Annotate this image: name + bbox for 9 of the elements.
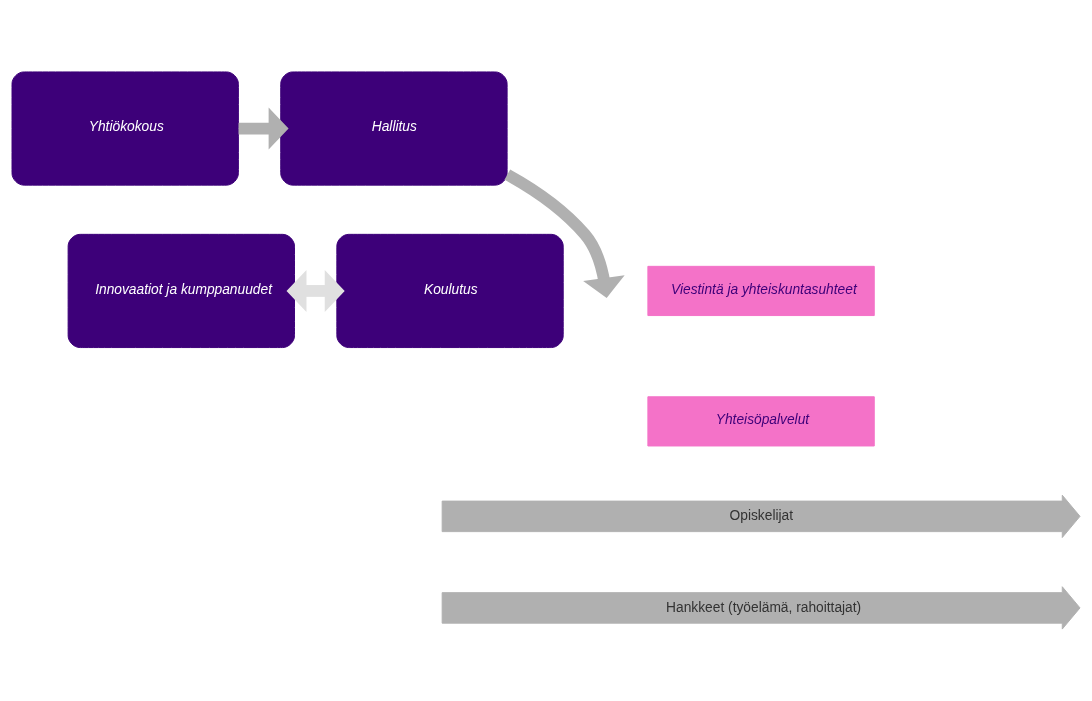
node-box: Koulutus [336,233,564,349]
arrow [504,169,625,298]
arrow [286,270,345,312]
node-box: Hallitus [280,71,508,186]
node-box: Yhtiökokous [11,71,239,186]
node-box: Viestintä ja yhteiskuntasuhteet [647,265,875,317]
arrow [238,107,289,150]
node-box: Innovaatiot ja kumppanuudet [67,233,295,349]
node-box: Yhteisöpalvelut [647,396,875,447]
